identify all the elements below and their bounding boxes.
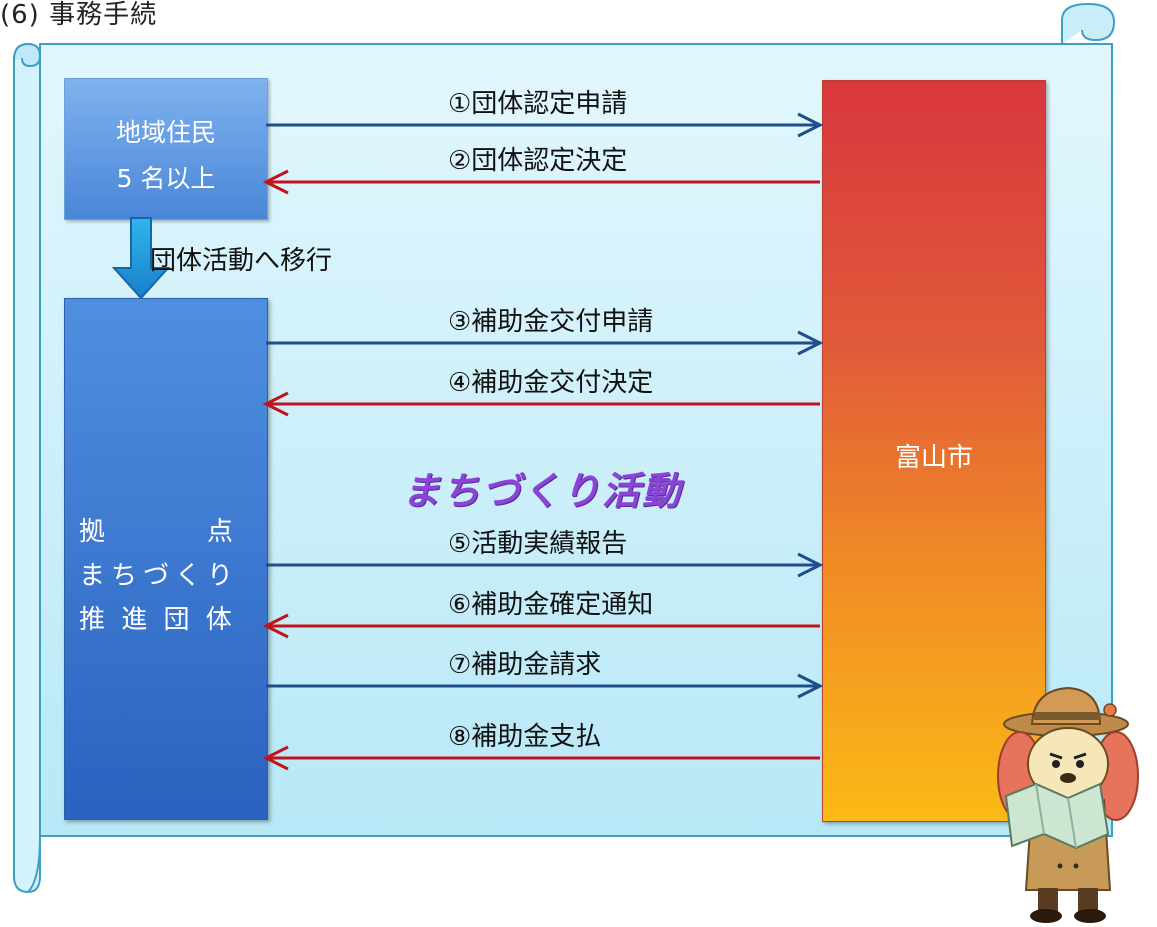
group-label-line1-right: 点 (206, 517, 233, 547)
activity-title: まちづくり活動 (402, 469, 683, 513)
group-label-line2: まちづくり (79, 561, 240, 591)
flow-arrowhead-2-icon (262, 169, 289, 195)
flow-step-label-3: ③補助金交付申請 (448, 307, 654, 337)
residents-box: 地域住民 5 名以上 (64, 78, 268, 220)
flow-arrowhead-4-icon (262, 391, 289, 417)
flow-step-label-6: ⑥補助金確定通知 (448, 590, 654, 620)
group-label-line3: 推 進 団 体 (79, 605, 236, 635)
residents-label-line1: 地域住民 (115, 118, 216, 147)
flow-arrowhead-6-icon (262, 613, 289, 639)
flow-arrowhead-8-icon (262, 745, 289, 771)
toyama-city-box: 富山市 (822, 80, 1046, 822)
flow-arrowhead-3-icon (797, 330, 824, 356)
transition-down-arrow-icon (111, 217, 171, 300)
flow-arrowhead-7-icon (797, 673, 824, 699)
transition-label: 団体活動へ移行 (150, 246, 333, 276)
flow-step-label-5: ⑤活動実績報告 (448, 529, 628, 559)
flow-step-label-7: ⑦補助金請求 (448, 650, 602, 680)
flow-step-label-1: ①団体認定申請 (448, 89, 628, 119)
flow-step-label-4: ④補助金交付決定 (448, 368, 654, 398)
promotion-group-box: 拠 点 まちづくり 推 進 団 体 (64, 298, 268, 820)
group-label-line1: 拠 点 (79, 511, 255, 548)
flow-arrowhead-5-icon (797, 552, 824, 578)
residents-label-line2: 5 名以上 (116, 164, 216, 193)
group-label-line1-left: 拠 (79, 517, 106, 547)
flow-arrowhead-1-icon (797, 112, 824, 138)
section-heading: (6) 事務手続 (0, 0, 158, 30)
flow-step-label-2: ②団体認定決定 (448, 146, 628, 176)
flow-step-label-8: ⑧補助金支払 (448, 722, 602, 752)
explorer-dog-mascot-icon (997, 686, 1139, 923)
city-label: 富山市 (894, 443, 973, 473)
